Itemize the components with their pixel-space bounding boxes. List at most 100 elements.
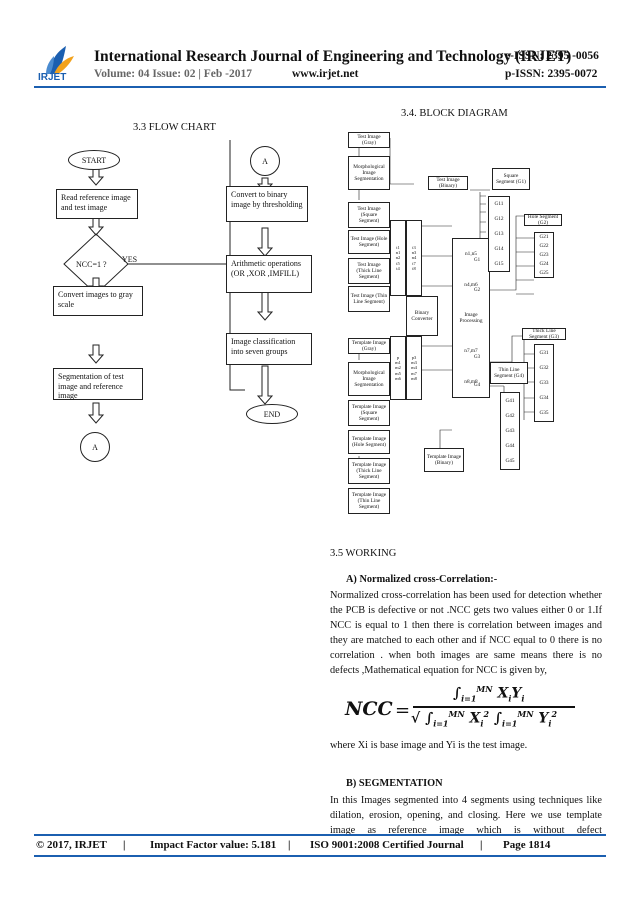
bd-pin: t8 (412, 265, 416, 271)
bd-g3-item: G33 (539, 379, 549, 386)
bd-template-thin: Template Image (Thin Line Segment) (348, 488, 390, 514)
bd-image-processing-label: Image Processing (459, 311, 483, 324)
bd-pin: n1 (395, 250, 401, 256)
footer-impact-factor: Impact Factor value: 5.181 (150, 839, 277, 851)
fraction-bar (413, 706, 575, 708)
logo-text: IRJET (38, 72, 67, 83)
footer-iso: ISO 9001:2008 Certified Journal (310, 839, 464, 851)
bd-pin: p (396, 355, 400, 361)
bd-template-binary: Template Image (Binary) (424, 448, 464, 472)
bd-g4-list: G41 G42 G43 G44 G45 (500, 392, 520, 470)
flowchart-yes: YES (122, 255, 138, 264)
bd-mid-label: n8,m8 (464, 378, 478, 385)
flowchart-heading: 3.3 FLOW CHART (133, 122, 216, 133)
bd-mid-g1: G1 (474, 258, 481, 263)
bd-g2-item: G23 (539, 251, 549, 258)
footer-separator: | (288, 839, 291, 851)
bd-g3-item: G34 (539, 395, 549, 402)
bd-pin: m7 (411, 370, 417, 376)
bd-g1-item: G14 (494, 245, 504, 252)
bd-thick-line-segment: Thick Line Segment (G3) (522, 328, 566, 340)
bd-g1-list: G11 G12 G13 G14 G15 (488, 196, 510, 272)
equation-numerator: ∫i=1MN XiYi (453, 684, 525, 704)
volume-issue: Volume: 04 Issue: 02 | Feb -2017 (94, 68, 252, 80)
bd-input-pins-template: p m1 m2 m5 m6 (390, 336, 406, 400)
bd-template-thick: Template Image (Thick Line Segment) (348, 458, 390, 484)
bd-pin: t5 (396, 260, 400, 266)
ncc-paragraph: Normalized cross-correlation has been us… (330, 590, 602, 676)
bd-mid-g2: G2 (474, 288, 481, 293)
bd-g3-list: G31 G32 G33 G34 G35 (534, 344, 554, 422)
equation-where: where Xi is base image and Yi is the tes… (330, 740, 528, 751)
ncc-equation: NCC = ∫i=1MN XiYi √ ∫i=1MN Xi2 ∫i=1MN Yi… (345, 684, 585, 734)
bd-input-pins-template-right: p3 m3 m4 m7 m8 (406, 336, 422, 400)
journal-title: International Research Journal of Engine… (94, 48, 572, 65)
flowchart-end: END (246, 404, 298, 424)
bd-pin: m6 (395, 375, 401, 381)
bd-test-square: Test Image (Square Segment) (348, 202, 390, 228)
bd-g3-item: G32 (539, 364, 549, 371)
p-issn: p-ISSN: 2395-0072 (505, 68, 598, 80)
bd-pin: t7 (412, 260, 416, 266)
equation-denominator: √ ∫i=1MN Xi2 ∫i=1MN Yi2 (411, 709, 558, 729)
bd-pin: n4 (411, 255, 417, 261)
bd-mid-g4: G4 (474, 383, 481, 388)
bd-pin: m8 (411, 375, 417, 381)
bd-g2-item: G24 (539, 260, 549, 267)
header-divider (34, 86, 606, 88)
bd-g2-item: G22 (539, 243, 549, 250)
bd-g1-item: G12 (494, 216, 504, 223)
bd-g4-item: G41 (505, 397, 515, 404)
bd-pin: m3 (411, 360, 417, 366)
bd-pin: t4 (396, 265, 400, 271)
footer-divider-bottom (34, 855, 606, 857)
bd-g3-item: G31 (539, 349, 549, 356)
bd-pin: n2 (395, 255, 401, 261)
bd-pin: m2 (395, 365, 401, 371)
bd-pin: t1 (396, 245, 400, 251)
e-issn: e-ISSN: 2395 -0056 (505, 50, 599, 62)
bd-square-segment: Square Segment (G1) (492, 168, 530, 190)
bd-template-square: Template Image (Square Segment) (348, 400, 390, 426)
bd-g4-item: G43 (505, 427, 515, 434)
bd-test-binary: Test Image (Binary) (428, 176, 468, 190)
equation-lhs: NCC (345, 698, 393, 720)
bd-template-hole: Template Image (Hole Segment) (348, 430, 390, 454)
bd-test-thick: Test Image (Thick Line Segment) (348, 258, 390, 284)
flowchart-start: START (68, 150, 120, 170)
bd-image-processing: n1,n5 n4,m6 Image Processing n7,m7 n8,m8 (452, 238, 490, 398)
bd-g2-item: G21 (539, 234, 549, 241)
irjet-logo (46, 46, 74, 74)
segmentation-paragraph: In this Images segmented into 4 segments… (330, 795, 602, 836)
bd-mid-label: n4,m6 (464, 281, 478, 288)
bd-g2-list: G21 G22 G23 G24 G25 (534, 232, 554, 278)
website-link[interactable]: www.irjet.net (292, 68, 359, 80)
flowchart-decision: NCC=1 ? (76, 260, 107, 269)
bd-g1-item: G15 (494, 260, 504, 267)
flowchart-connector-a-top: A (250, 146, 280, 176)
bd-pin: p3 (411, 355, 417, 361)
footer-copyright: © 2017, IRJET (36, 839, 107, 851)
bd-g3-item: G35 (539, 410, 549, 417)
subheading-segmentation: B) SEGMENTATION (346, 778, 443, 789)
bd-g4-item: G44 (505, 443, 515, 450)
footer-separator: | (480, 839, 483, 851)
flowchart-arithmetic: Arithmetic operations (OR ,XOR ,IMFILL) (226, 255, 312, 293)
footer-separator: | (123, 839, 126, 851)
flowchart-read-images: Read reference image and test image (56, 189, 138, 219)
flowchart-convert-gray: Convert images to gray scale (53, 286, 143, 316)
footer-page-number: Page 1814 (503, 839, 551, 851)
equals-sign: = (395, 700, 411, 721)
bd-binary-converter: Binary Converter (406, 296, 438, 336)
working-heading: 3.5 WORKING (330, 548, 397, 559)
bd-input-pins-test-right: t3 n3 n4 t7 t8 (406, 220, 422, 296)
bd-pin: m1 (395, 360, 401, 366)
bd-thin-line-segment: Thin Line Segment (G4) (490, 362, 528, 384)
bd-pin: t3 (412, 245, 416, 251)
flowchart-connector-a-bottom: A (80, 432, 110, 462)
bd-mid-label: n1,n5 (465, 251, 477, 258)
bd-g2-item: G25 (539, 269, 549, 276)
bd-pin: n3 (411, 250, 417, 256)
bd-test-gray: Test Image (Gray) (348, 132, 390, 148)
bd-morph-seg-test: Morphological Image Segmentation (348, 156, 390, 190)
